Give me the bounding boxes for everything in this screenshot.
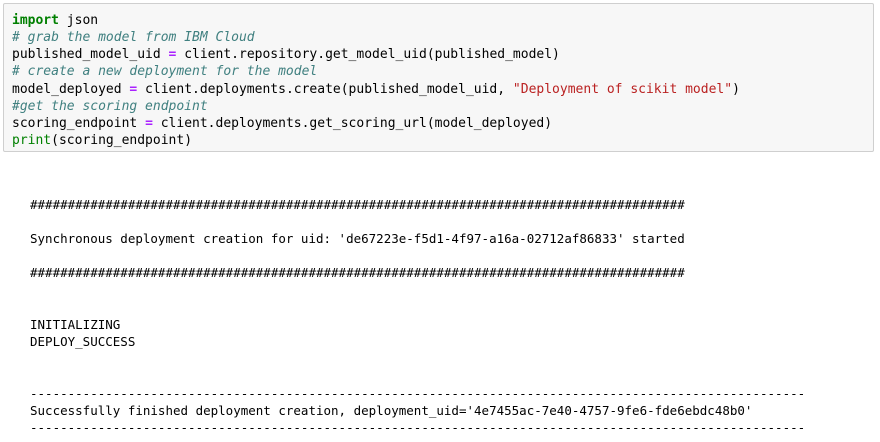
output-hash-rule-top: ########################################… — [30, 197, 685, 212]
code-comment-scoring-endpoint: #get the scoring endpoint — [12, 98, 208, 115]
assign-operator: = — [145, 116, 153, 131]
code-text: client.deployments.get_scoring_url(model… — [152, 116, 553, 131]
code-text: ) — [732, 82, 740, 97]
output-hash-rule-bottom: ########################################… — [30, 265, 685, 280]
code-line-create-deployment: model_deployed = client.deployments.crea… — [12, 81, 740, 98]
code-comment-create-deployment: # create a new deployment for the model — [12, 63, 317, 80]
code-line-import: import json — [12, 12, 98, 29]
assign-operator: = — [129, 82, 138, 97]
code-text: (scoring_endpoint) — [51, 133, 193, 148]
code-line-get-scoring-url: scoring_endpoint = client.deployments.ge… — [12, 115, 552, 132]
code-text: json — [58, 13, 99, 28]
string-literal: "Deployment of scikit model" — [512, 82, 733, 97]
code-text: model_deployed — [12, 82, 130, 97]
output-status-success: DEPLOY_SUCCESS — [30, 334, 136, 349]
keyword-import: import — [12, 13, 59, 28]
output-dash-rule-bottom: ----------------------------------------… — [30, 420, 806, 435]
code-cell[interactable]: import json # grab the model from IBM Cl… — [3, 3, 874, 152]
code-comment-grab-model: # grab the model from IBM Cloud — [12, 29, 255, 46]
code-line-print: print(scoring_endpoint) — [12, 132, 192, 149]
output-finished-deployment: Successfully finished deployment creatio… — [30, 403, 753, 418]
assign-operator: = — [168, 47, 177, 62]
comment-text: # grab the model from IBM Cloud — [12, 30, 255, 45]
output-dash-rule-top: ----------------------------------------… — [30, 386, 806, 401]
comment-text: # create a new deployment for the model — [12, 64, 318, 79]
output-status-initializing: INITIALIZING — [30, 317, 121, 332]
code-text: client.repository.get_model_uid(publishe… — [176, 47, 560, 62]
code-text: published_model_uid — [12, 47, 169, 62]
output-sync-started: Synchronous deployment creation for uid:… — [30, 231, 685, 246]
code-text: client.deployments.create(published_mode… — [137, 82, 513, 97]
code-text: scoring_endpoint — [12, 116, 146, 131]
builtin-print: print — [12, 133, 52, 148]
code-line-get-model-uid: published_model_uid = client.repository.… — [12, 46, 560, 63]
comment-text: #get the scoring endpoint — [12, 99, 208, 114]
